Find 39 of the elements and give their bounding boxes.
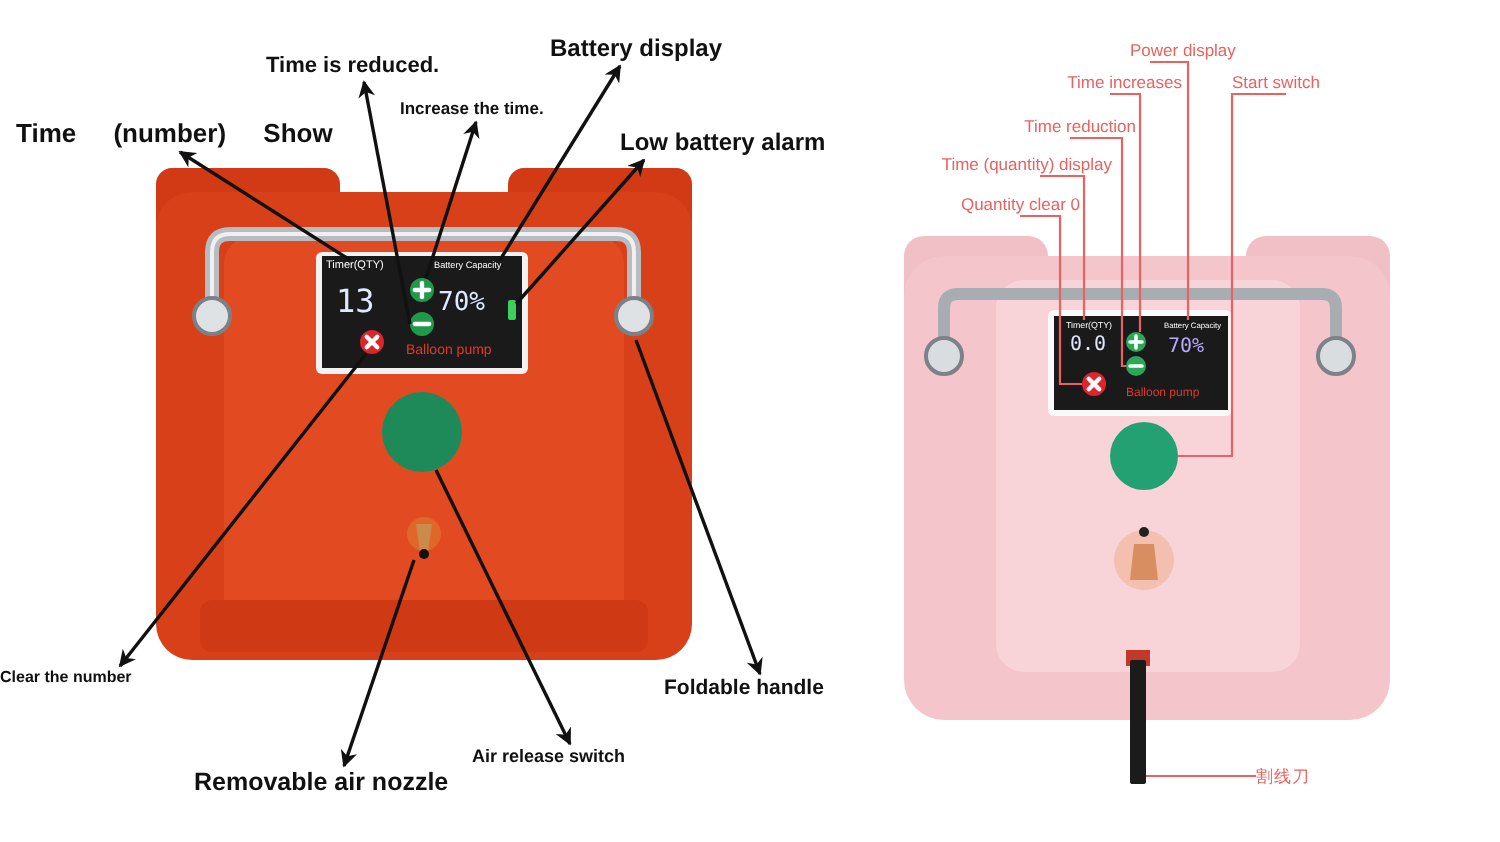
leader-line — [1178, 92, 1286, 458]
callout-label: Time reduction — [1024, 114, 1136, 138]
callout-label: Time (number) Show — [16, 116, 333, 152]
leader-line — [1070, 136, 1126, 368]
leader-line — [358, 80, 412, 325]
leader-line — [1040, 174, 1086, 320]
callout-label: Time is reduced. — [266, 52, 440, 82]
handle-arm — [614, 224, 654, 340]
leader-line — [1020, 214, 1082, 386]
leader-line — [1146, 774, 1256, 778]
callout-label: Increase the time. — [400, 96, 544, 122]
callout-label: Air release switch — [472, 744, 626, 770]
leader-line — [340, 559, 416, 768]
callout-label: Power display — [1130, 38, 1236, 62]
leader-line — [634, 339, 763, 676]
leader-line — [178, 150, 351, 262]
callout-label: Battery display — [550, 32, 723, 66]
callout-label: Time (quantity) display — [941, 152, 1112, 176]
digit-readout: 70% — [1168, 338, 1205, 358]
leader-line — [1110, 92, 1142, 332]
leader-line — [424, 120, 480, 279]
callout-label: Removable air nozzle — [194, 766, 449, 800]
callout-label: Clear the number — [0, 666, 132, 690]
leader-line — [434, 469, 572, 746]
callout-label: 割线刀 — [1256, 764, 1310, 788]
leader-line — [498, 64, 622, 261]
callout-label: Foldable handle — [664, 674, 824, 704]
air-nozzle — [406, 516, 442, 560]
digit-readout: 13 — [336, 286, 375, 318]
cable — [1130, 660, 1146, 784]
callout-label: Time increases — [1067, 70, 1182, 94]
digit-readout: 0.0 — [1070, 336, 1107, 356]
leader-line — [118, 352, 368, 668]
callout-label: Quantity clear 0 — [960, 192, 1080, 216]
callout-label: Start switch — [1232, 70, 1320, 94]
battery-indicator — [508, 300, 516, 320]
callout-label: Low battery alarm — [620, 126, 826, 160]
digit-readout: 70% — [438, 290, 485, 316]
leader-line — [1150, 60, 1190, 320]
